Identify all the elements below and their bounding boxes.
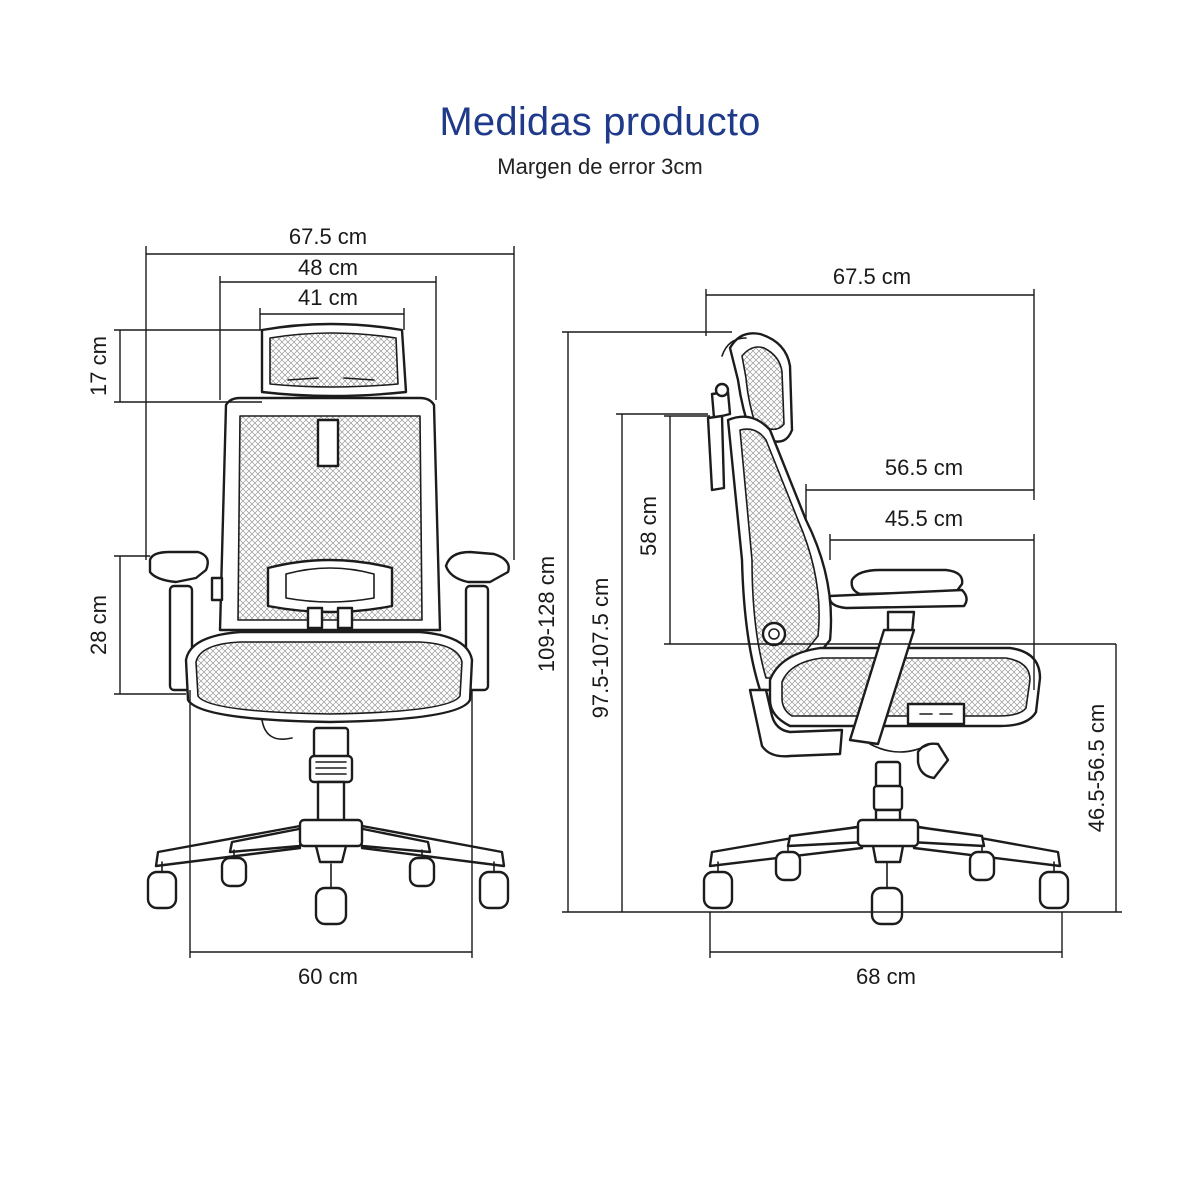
side-chair-illustration — [702, 332, 1070, 926]
front-headrest-width-label: 41 cm — [298, 285, 358, 310]
side-backrest-top-height-label: 97.5-107.5 cm — [588, 578, 613, 719]
page-subtitle: Margen de error 3cm — [497, 154, 703, 179]
front-back-width-label: 48 cm — [298, 255, 358, 280]
side-base-depth-label: 68 cm — [856, 964, 916, 989]
front-base-width-label: 60 cm — [298, 964, 358, 989]
side-dimension-lines — [562, 289, 1122, 958]
front-total-width-label: 67.5 cm — [289, 224, 367, 249]
front-dimension-lines — [114, 246, 515, 958]
front-casters — [146, 849, 510, 926]
side-backrest-height-label: 58 cm — [636, 496, 661, 556]
page-title: Medidas producto — [439, 100, 761, 144]
front-headrest-height-label: 17 cm — [86, 336, 111, 396]
side-depth-to-back-label: 56.5 cm — [885, 455, 963, 480]
front-chair-illustration — [146, 322, 510, 926]
side-casters — [702, 845, 1070, 926]
side-seat-height-label: 46.5-56.5 cm — [1084, 704, 1109, 832]
side-total-height-label: 109-128 cm — [534, 556, 559, 672]
side-seat-depth-label: 45.5 cm — [885, 506, 963, 531]
front-armrest-height-label: 28 cm — [86, 595, 111, 655]
side-total-depth-label: 67.5 cm — [833, 264, 911, 289]
